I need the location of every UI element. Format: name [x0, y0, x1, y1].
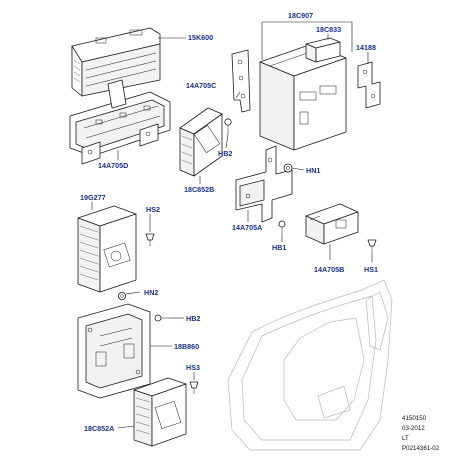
leader-18c852a — [117, 425, 135, 429]
screw-hs1 — [367, 239, 377, 254]
bolt-hb2-lower — [154, 314, 170, 322]
label-19g277: 19G277 — [80, 193, 106, 202]
label-hb2-lower: HB2 — [186, 314, 200, 323]
bracket-14a705b — [305, 203, 359, 245]
label-hb1: HB1 — [272, 243, 286, 252]
leader-14a705c — [235, 91, 241, 99]
label-14a705c: 14A705C — [186, 81, 216, 90]
vehicle-body-outline — [227, 279, 393, 451]
label-18c852b: 18C852B — [184, 185, 214, 194]
label-hb2-upper: HB2 — [218, 149, 232, 158]
footer-ref: 4150150 — [402, 415, 427, 422]
label-15k600: 15K600 — [188, 33, 213, 42]
module-19g277 — [77, 205, 137, 293]
label-18c833: 18C833 — [316, 25, 341, 34]
leader-hn2 — [125, 291, 141, 295]
label-hn2: HN2 — [144, 288, 158, 297]
leader-hb2-upper — [225, 133, 229, 149]
bracket-14a705d — [69, 79, 171, 165]
module-18c907 — [259, 43, 347, 151]
bolt-hb1 — [278, 220, 286, 236]
footer-plate: P0214361-02 — [402, 445, 440, 452]
footer-code: LT — [402, 435, 409, 442]
screw-hs3 — [189, 381, 199, 394]
label-14a705a: 14A705A — [232, 223, 262, 232]
label-hs2: HS2 — [146, 205, 160, 214]
label-14a705d: 14A705D — [98, 161, 128, 170]
nut-hn2 — [118, 291, 127, 300]
bolt-hb2-upper — [224, 118, 232, 134]
module-18c852a — [133, 377, 187, 447]
label-18b860: 18B860 — [174, 342, 199, 351]
bracket-18b860 — [77, 303, 151, 399]
label-18c852a: 18C852A — [84, 424, 114, 433]
nut-hn1 — [283, 163, 293, 173]
bracket-14188 — [357, 61, 381, 109]
label-18c907: 18C907 — [288, 11, 313, 20]
label-14188: 14188 — [356, 43, 376, 52]
bracket-14a705c — [231, 49, 251, 113]
module-18c833 — [305, 37, 341, 63]
module-18c852b — [179, 107, 223, 177]
label-hn1: HN1 — [306, 166, 320, 175]
bracket-14a705a — [235, 145, 293, 223]
leader-hn1 — [291, 167, 305, 171]
module-15k600 — [71, 27, 161, 97]
bracket-18c907-frame — [261, 21, 353, 60]
label-hs1: HS1 — [364, 265, 378, 274]
label-14a705b: 14A705B — [314, 265, 344, 274]
screw-hs2 — [145, 233, 155, 246]
label-hs3: HS3 — [186, 363, 200, 372]
footer-date: 03-2012 — [402, 425, 425, 432]
